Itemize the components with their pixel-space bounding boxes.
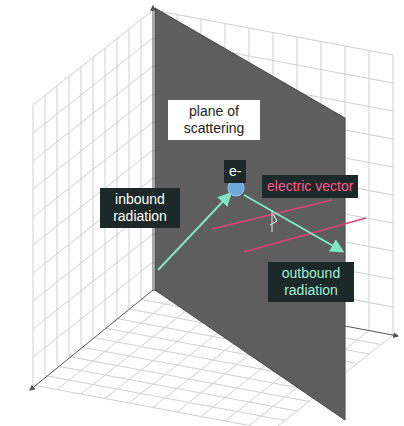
grid-line <box>33 66 153 161</box>
label-text: e- <box>229 163 241 180</box>
electric-vector-label: electric vector <box>262 175 358 198</box>
grid-line <box>45 96 46 376</box>
grid-line <box>369 51 370 331</box>
inbound-label: inbound radiation <box>100 188 180 228</box>
electron-label: e- <box>224 160 246 183</box>
label-text: plane of scattering <box>173 103 255 137</box>
right-angle-mark <box>270 214 277 225</box>
grid-line <box>393 55 394 335</box>
grid-line <box>33 105 34 385</box>
scattering-plane <box>155 8 345 420</box>
grid-line <box>33 385 273 426</box>
label-text: inbound radiation <box>105 191 175 225</box>
normal-line <box>272 210 273 232</box>
axis-z <box>153 6 154 290</box>
grid-line <box>33 38 153 133</box>
electric-vector-line <box>244 218 366 252</box>
axis-x <box>30 290 153 390</box>
outbound-label: outbound radiation <box>268 262 354 302</box>
grid-line <box>57 366 297 411</box>
grid-line <box>45 376 285 421</box>
grid-line <box>69 77 70 357</box>
outbound-arrow <box>244 195 342 251</box>
grid-line <box>57 86 58 366</box>
plane-label: plane of scattering <box>168 100 260 140</box>
grid-line <box>81 67 82 347</box>
label-text: electric vector <box>267 178 353 195</box>
grid-line <box>33 94 153 189</box>
label-text: outbound radiation <box>273 265 349 299</box>
grid-line <box>33 10 153 105</box>
